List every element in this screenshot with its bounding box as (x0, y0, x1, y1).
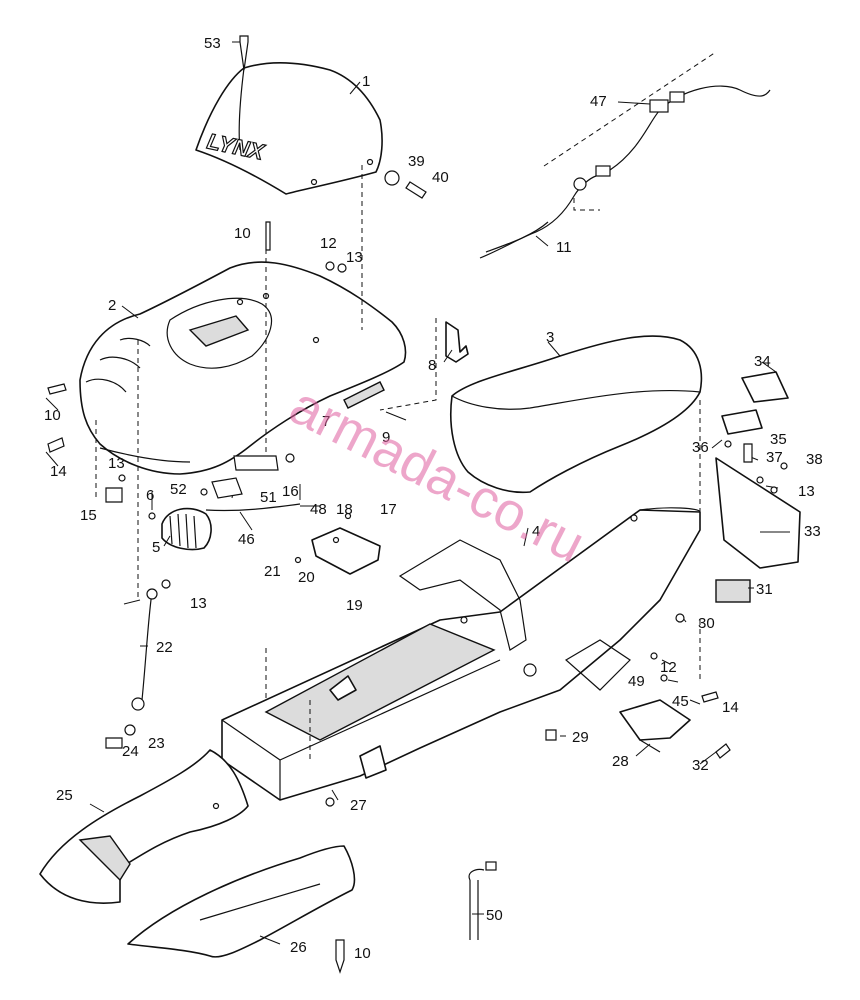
callout-45: 45 (672, 693, 689, 710)
callout-26: 26 (290, 939, 307, 956)
callout-16: 16 (282, 483, 299, 500)
callout-10-left: 10 (44, 407, 61, 424)
callout-34: 34 (754, 353, 771, 370)
callout-38: 38 (806, 451, 823, 468)
callout-36: 36 (692, 439, 709, 456)
taillight (161, 507, 212, 551)
callout-15: 15 (80, 507, 97, 524)
mud-flap (715, 457, 801, 569)
wiring-harness (479, 85, 771, 259)
decal-strip (343, 381, 385, 409)
leader-lines (45, 41, 790, 945)
callout-20: 20 (298, 569, 315, 586)
hardware (47, 35, 788, 974)
connector-wire (468, 861, 497, 940)
callout-30: 30 (698, 615, 715, 632)
callout-49: 49 (628, 673, 645, 690)
callout-25: 25 (56, 787, 73, 804)
side-panel-right (127, 845, 356, 958)
callout-13-right: 13 (798, 483, 815, 500)
seat (449, 335, 703, 494)
latch (445, 321, 469, 363)
hood (79, 261, 407, 475)
callout-4: 4 (532, 523, 540, 540)
callout-52: 52 (170, 481, 187, 498)
rear-bracket (619, 699, 691, 753)
callout-1: 1 (362, 73, 370, 90)
assembly-lines (95, 51, 717, 760)
callout-28: 28 (612, 753, 629, 770)
callout-11: 11 (556, 239, 572, 256)
callout-37: 37 (766, 449, 783, 466)
callout-33: 33 (804, 523, 821, 540)
callout-32: 32 (692, 757, 709, 774)
callout-21: 21 (264, 563, 281, 580)
callout-46: 46 (238, 531, 255, 548)
callout-31: 31 (756, 581, 773, 598)
callout-14-left: 14 (50, 463, 67, 480)
callout-50: 50 (486, 907, 503, 924)
callout-12-bottom: 12 (660, 659, 677, 676)
callout-29: 29 (572, 729, 589, 746)
callout-27: 27 (350, 797, 367, 814)
callout-12-top: 12 (320, 235, 337, 252)
callout-53: 53 (204, 35, 221, 52)
side-panel-left (39, 749, 249, 904)
callout-5: 5 (152, 539, 160, 556)
callout-35: 35 (770, 431, 787, 448)
callout-13-mid: 13 (108, 455, 125, 472)
windshield: LYNX (195, 62, 383, 195)
reflector (715, 579, 751, 603)
callout-18: 18 (336, 501, 353, 518)
callout-9: 9 (382, 429, 390, 446)
callout-23: 23 (148, 735, 165, 752)
callout-51: 51 (260, 489, 277, 506)
callout-7: 7 (322, 413, 330, 430)
callout-13-cable: 13 (190, 595, 207, 612)
callout-39: 39 (408, 153, 425, 170)
chassis-tunnel (221, 507, 701, 801)
callout-10-top: 10 (234, 225, 251, 242)
callout-22: 22 (156, 639, 173, 656)
callout-10-bottom: 10 (354, 945, 371, 962)
callout-3: 3 (546, 329, 554, 346)
callout-2: 2 (108, 297, 116, 314)
callout-13-top: 13 (346, 249, 363, 266)
callout-40: 40 (432, 169, 449, 186)
callout-17: 17 (380, 501, 397, 518)
callout-19: 19 (346, 597, 363, 614)
callout-47: 47 (590, 93, 607, 110)
callout-14-right: 14 (722, 699, 739, 716)
callout-6: 6 (146, 487, 154, 504)
callout-labels: 53 1 39 40 47 11 10 12 13 2 3 8 34 10 7 … (44, 35, 823, 962)
license-light (721, 371, 789, 435)
callout-8: 8 (428, 357, 436, 374)
callout-24: 24 (122, 743, 139, 760)
callout-48: 48 (310, 501, 327, 518)
hood-cable (131, 588, 158, 711)
